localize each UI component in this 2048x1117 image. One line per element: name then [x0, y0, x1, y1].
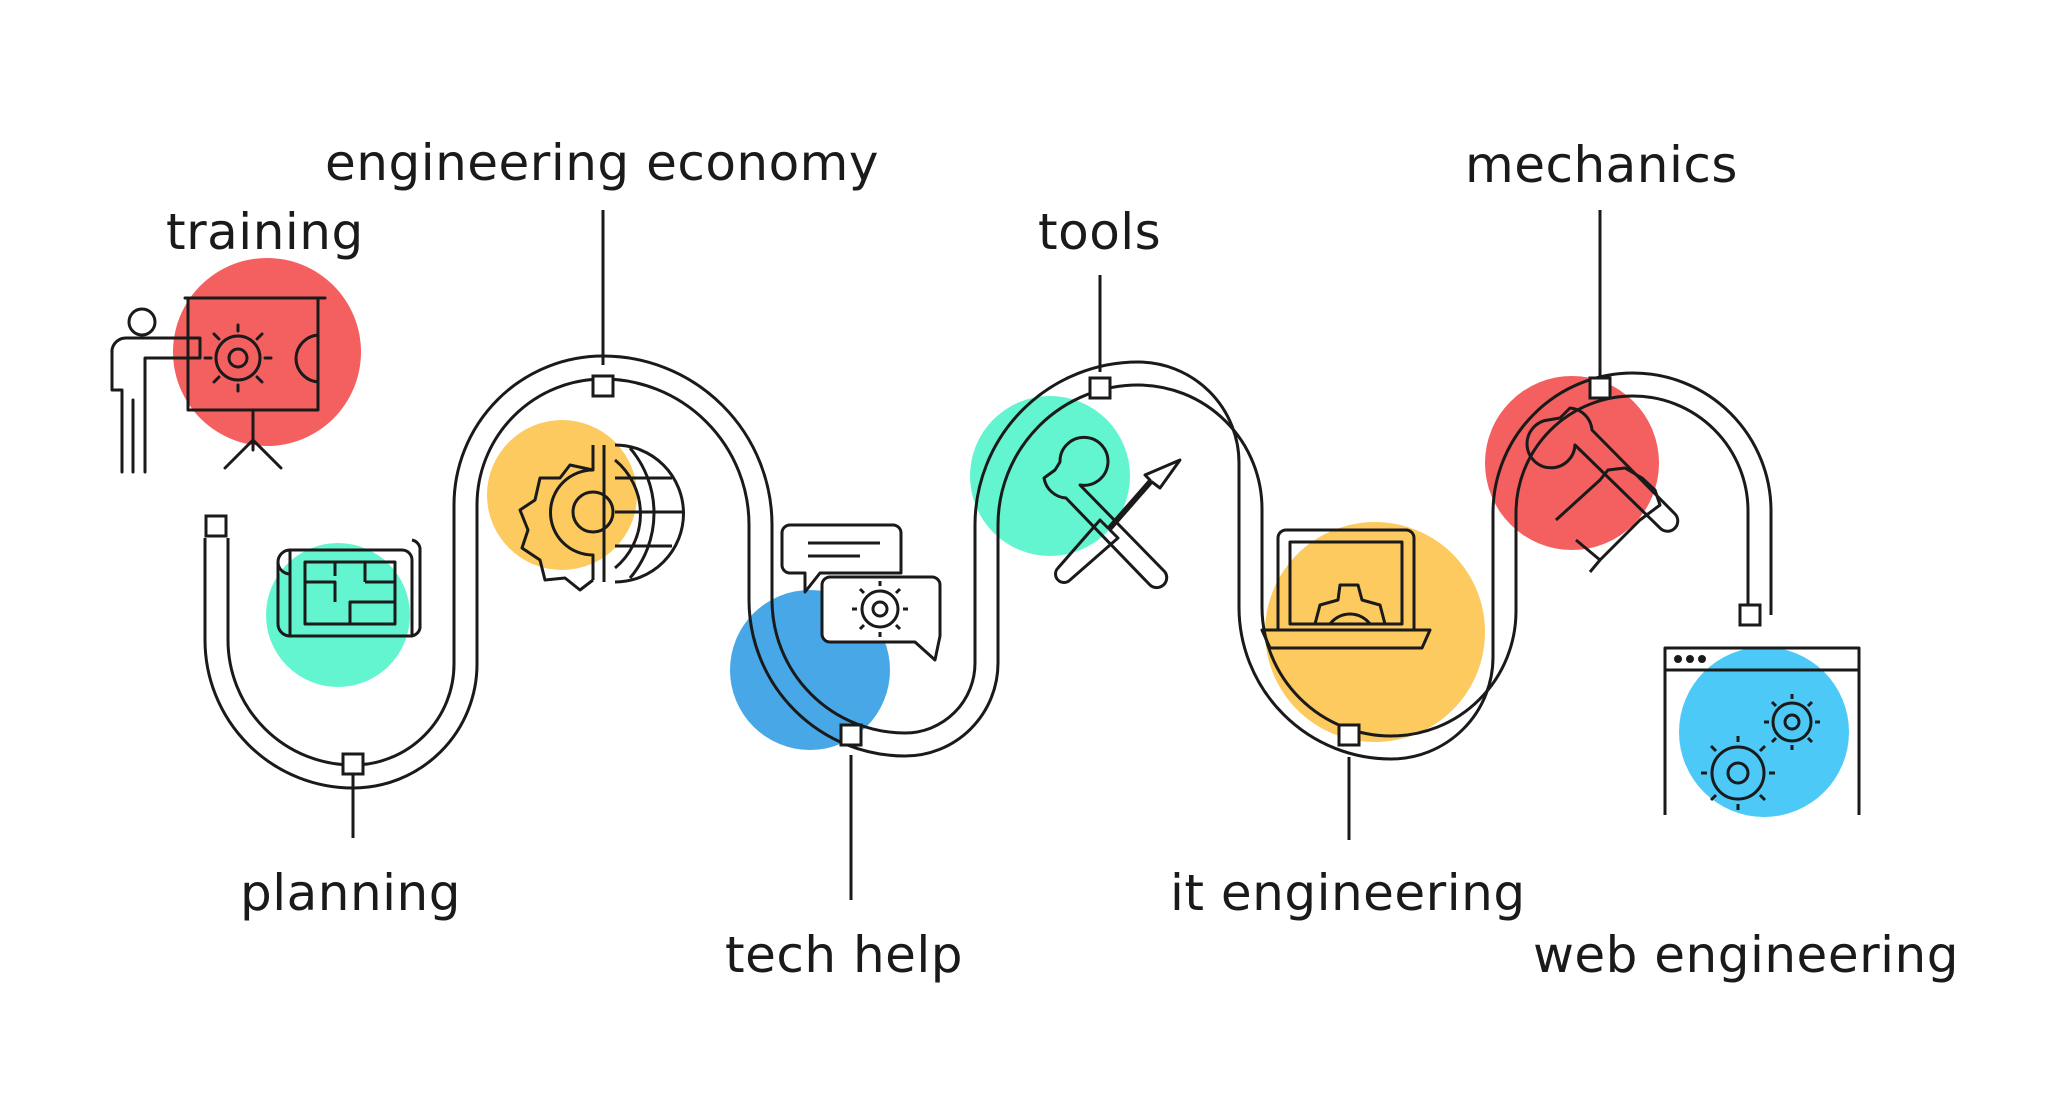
wrench-screwdriver-icon — [1042, 435, 1182, 590]
browser-gears-icon — [1663, 646, 1861, 815]
label-web-engineering: web engineering — [1533, 926, 1959, 984]
label-mechanics: mechanics — [1465, 136, 1738, 194]
road-nodes — [204, 374, 1762, 776]
label-connectors — [351, 210, 1602, 900]
engineering-economy-color-blob — [487, 420, 637, 570]
label-planning: planning — [240, 864, 461, 922]
web-engineering-color-blob — [1679, 647, 1849, 817]
label-training: training — [166, 203, 364, 261]
planning-color-blob — [266, 543, 410, 687]
mechanics-color-blob — [1485, 376, 1659, 550]
presentation-board-icon — [110, 296, 327, 474]
training-color-blob — [173, 258, 361, 446]
it-engineering-color-blob — [1265, 522, 1485, 742]
label-tech-help: tech help — [725, 926, 964, 984]
laptop-gear-icon — [1260, 528, 1432, 650]
label-tools: tools — [1038, 203, 1162, 261]
hand-wrench-icon — [1525, 406, 1680, 573]
winding-road — [203, 354, 1773, 790]
chat-gear-icon — [780, 523, 942, 662]
label-it-engineering: it engineering — [1170, 864, 1526, 922]
label-engineering-economy: engineering economy — [325, 134, 879, 192]
tools-color-blob — [970, 396, 1130, 556]
gear-globe-icon — [518, 443, 685, 592]
blueprint-icon — [276, 538, 422, 638]
